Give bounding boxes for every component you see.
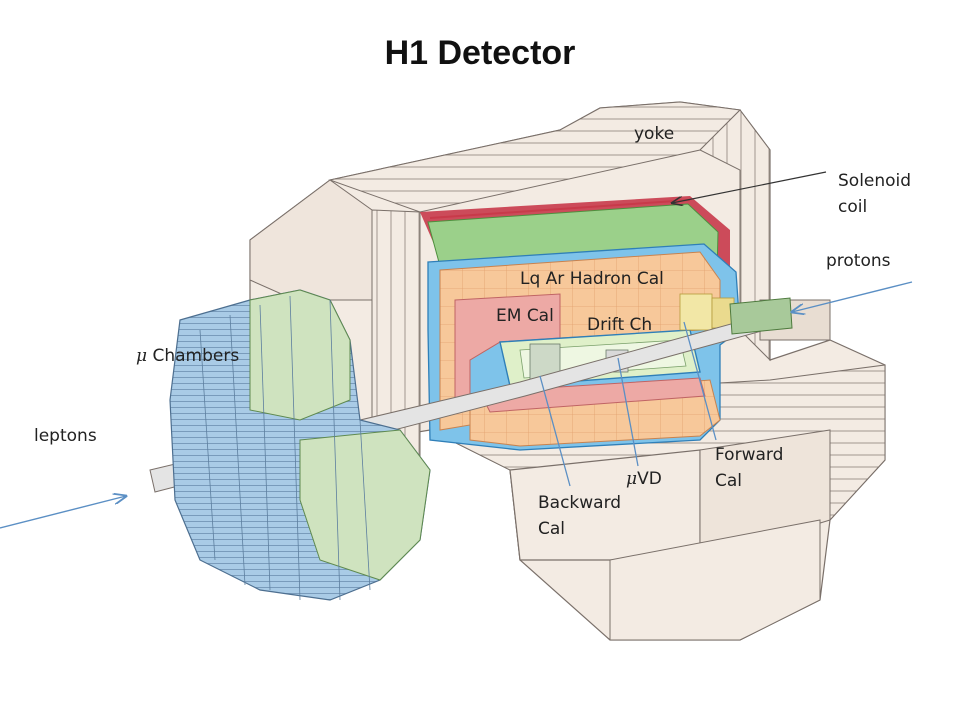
- lq-ar-hadron-cal-label: Lq Ar Hadron Cal: [520, 269, 664, 289]
- mu-chambers-text: Chambers: [152, 346, 240, 366]
- leptons-beam-arrow: [0, 496, 126, 529]
- protons-label: protons: [826, 251, 891, 271]
- backward-cal-label: Backward Cal: [538, 490, 621, 542]
- solenoid-leader-line: [672, 171, 827, 203]
- backward-label-line2: Cal: [538, 519, 566, 539]
- mu-symbol: μ: [136, 346, 148, 366]
- solenoid-label-line2: coil: [838, 197, 868, 217]
- forward-cal-leader-line: [683, 321, 717, 441]
- forward-label-line1: Forward: [715, 445, 784, 465]
- mu-vd-label: μVD: [626, 466, 662, 492]
- em-cal-label: EM Cal: [496, 306, 554, 326]
- page-title: H1 Detector: [384, 34, 576, 72]
- solenoid-label-line1: Solenoid: [838, 171, 912, 191]
- protons-beam-arrow: [792, 281, 913, 312]
- drift-ch-label: Drift Ch: [587, 315, 653, 335]
- solenoid-coil-label: Solenoid coil: [838, 168, 911, 220]
- mu-vd-leader-line: [617, 357, 639, 467]
- leptons-label: leptons: [34, 426, 97, 446]
- forward-label-line2: Cal: [715, 471, 743, 491]
- backward-cal-leader-line: [539, 375, 571, 487]
- mu-vd-text: VD: [637, 469, 662, 489]
- mu-vd-symbol: μ: [626, 469, 638, 489]
- yoke-label: yoke: [634, 124, 675, 144]
- muon-chambers: [169, 289, 431, 601]
- mu-chambers-label: μ Chambers: [136, 343, 239, 369]
- forward-calorimeter: [679, 293, 735, 331]
- forward-cal-label: Forward Cal: [715, 442, 783, 494]
- backward-label-line1: Backward: [538, 493, 622, 513]
